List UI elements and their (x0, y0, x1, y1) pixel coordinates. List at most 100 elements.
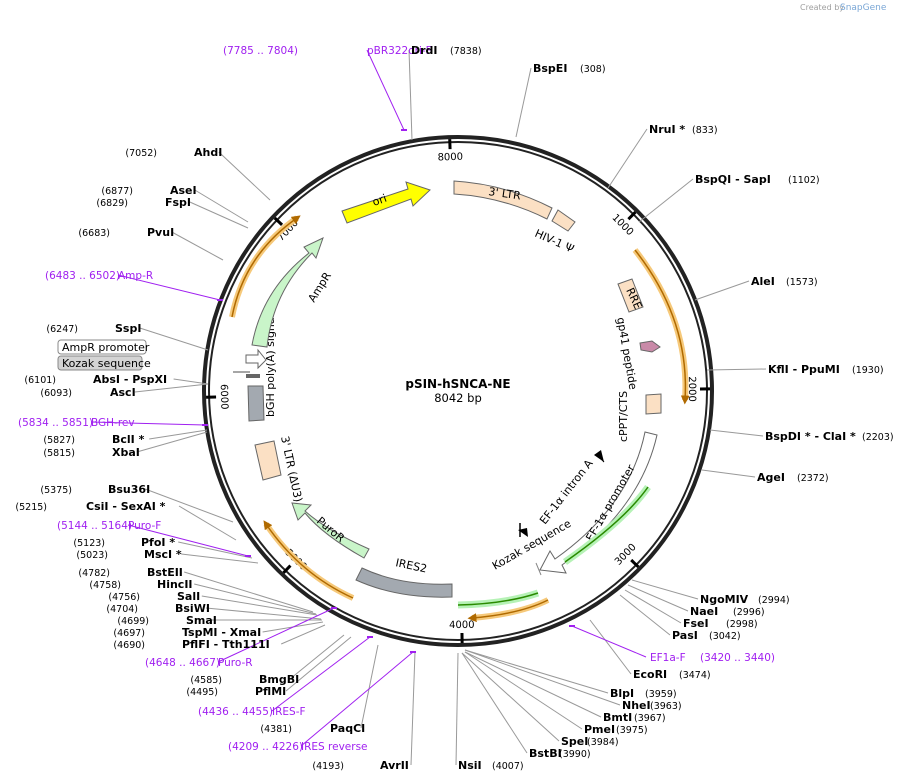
site-name-2[interactable]: NruI * (649, 123, 685, 136)
puror-feature[interactable] (291, 502, 370, 559)
site-pos-13: (3959) (645, 689, 677, 700)
site-name-7[interactable]: AgeI (757, 471, 785, 484)
rre-feature[interactable] (617, 278, 644, 313)
hiv1-psi-feature[interactable] (551, 209, 576, 232)
primer-leader-0 (366, 49, 405, 131)
site-name-19[interactable]: NsiI (458, 759, 482, 772)
site-name-17[interactable]: SpeI (561, 735, 588, 748)
primer-name-6[interactable]: IRES reverse (301, 741, 368, 753)
bp-tick-3000 (630, 558, 640, 569)
site-name-18[interactable]: BstBI (529, 747, 562, 760)
site-pos-34: (5375) (40, 485, 72, 496)
site-pos-39: (6247) (46, 324, 78, 335)
primer-name-5[interactable]: IRES-F (272, 706, 306, 718)
site-name-36[interactable]: BclI * (112, 433, 145, 446)
primer-name-2[interactable]: BGH-rev (91, 417, 135, 429)
ef1a-promoter-feature[interactable] (539, 431, 658, 574)
site-name-14[interactable]: NheI (622, 699, 651, 712)
primer-name-7[interactable]: EF1a-F (650, 652, 686, 664)
primer-range-1: (6483 .. 6502) (45, 270, 120, 282)
site-pos-8: (2994) (758, 595, 790, 606)
site-pos-4: (1573) (786, 277, 818, 288)
site-name-13[interactable]: BlpI (610, 687, 634, 700)
site-name-40[interactable]: PvuI (147, 226, 174, 239)
site-name-8[interactable]: NgoMIV (700, 593, 749, 606)
site-pos-19: (4007) (492, 761, 524, 772)
site-name-41[interactable]: FspI (165, 196, 191, 209)
site-name-10[interactable]: FseI (683, 617, 709, 630)
site-name-3[interactable]: BspQI - SapI (695, 173, 771, 186)
primer-name-0[interactable]: pBR322ori-F (367, 45, 432, 57)
plasmid-name: pSIN-hSNCA-NE (405, 377, 510, 391)
site-name-38[interactable]: AbsI - PspXI (93, 373, 167, 386)
leader-line-18 (461, 652, 528, 754)
gp41-peptide-feature[interactable] (639, 340, 661, 353)
ltr-3p-top-feature[interactable] (453, 180, 553, 220)
site-name-33[interactable]: CsiI - SexAI * (86, 500, 166, 513)
primer-name-1[interactable]: Amp-R (118, 270, 153, 282)
bgh-polya-feature[interactable] (247, 385, 265, 422)
site-pos-1: (308) (580, 64, 606, 75)
bp-tick-label-6000: 6000 (218, 384, 230, 410)
site-name-35[interactable]: XbaI (112, 446, 140, 459)
site-name-20[interactable]: AvrII (380, 759, 409, 772)
primer-leader-7 (571, 625, 647, 658)
site-name-43[interactable]: AhdI (194, 146, 222, 159)
site-name-37[interactable]: AscI (110, 386, 136, 399)
site-name-34[interactable]: Bsu36I (108, 483, 150, 496)
primer-name-4[interactable]: Puro-R (218, 657, 253, 669)
leader-line-12 (589, 619, 632, 675)
site-name-24[interactable]: PflFI - Tth111I (182, 638, 270, 651)
leader-line-35 (136, 431, 208, 453)
site-name-30[interactable]: BstEII (147, 566, 183, 579)
primer-name-3[interactable]: Puro-F (128, 520, 161, 532)
site-name-12[interactable]: EcoRI (633, 668, 667, 681)
ampr-feature[interactable] (251, 237, 324, 348)
leader-line-6 (709, 429, 764, 437)
site-name-21[interactable]: PaqCI (330, 722, 365, 735)
site-name-39[interactable]: SspI (115, 322, 141, 335)
site-name-4[interactable]: AleI (751, 275, 775, 288)
site-name-15[interactable]: BmtI (603, 711, 632, 724)
site-name-27[interactable]: BsiWI (175, 602, 210, 615)
site-name-9[interactable]: NaeI (690, 605, 718, 618)
ires2-feature[interactable] (355, 567, 453, 598)
site-name-23[interactable]: BmgBI (259, 673, 299, 686)
site-name-29[interactable]: HincII (157, 578, 193, 591)
orf-green-arc-bottom[interactable] (457, 589, 540, 609)
primer-range-3: (5144 .. 5164) (57, 520, 132, 532)
site-name-26[interactable]: SmaI (186, 614, 217, 627)
ampr-promoter-feature[interactable] (245, 348, 267, 370)
primer-layer: (7785 .. 7804)pBR322ori-F(6483 .. 6502)A… (18, 45, 775, 753)
ltr-3p-du3-feature[interactable] (254, 440, 282, 481)
leader-line-3 (638, 178, 694, 223)
ampr-promoter-box[interactable] (57, 339, 147, 355)
ampr-promoter-box-label: AmpR promoter (62, 341, 150, 354)
site-pos-37: (6093) (40, 388, 72, 399)
bp-tick-label-4000: 4000 (449, 620, 475, 631)
primer-range-5: (4436 .. 4455) (198, 706, 273, 718)
kozak-box[interactable] (57, 355, 143, 371)
site-name-25[interactable]: TspMI - XmaI (182, 626, 261, 639)
site-name-22[interactable]: PflMI (255, 685, 286, 698)
puror-label: PuroR (314, 514, 347, 545)
leader-line-19 (455, 652, 459, 766)
site-name-31[interactable]: MscI * (144, 548, 182, 561)
site-name-28[interactable]: SalI (177, 590, 200, 603)
leader-line-22 (285, 636, 352, 692)
primer-leader-3 (127, 524, 249, 557)
site-name-11[interactable]: PasI (672, 629, 698, 642)
site-name-32[interactable]: PfoI * (141, 536, 175, 549)
leader-line-24 (281, 624, 326, 645)
site-name-1[interactable]: BspEI (533, 62, 567, 75)
site-name-0[interactable]: DrdI (411, 44, 438, 57)
site-name-5[interactable]: KflI - PpuMI (768, 363, 840, 376)
cppt-cts-feature[interactable] (645, 393, 662, 415)
site-name-16[interactable]: PmeI (584, 723, 615, 736)
site-pos-24: (4690) (113, 640, 145, 651)
leader-line-38 (173, 378, 209, 385)
site-name-6[interactable]: BspDI * - ClaI * (765, 430, 856, 443)
ori-feature-arrow[interactable] (341, 181, 431, 224)
leader-line-1 (515, 67, 532, 138)
site-name-42[interactable]: AseI (170, 184, 197, 197)
